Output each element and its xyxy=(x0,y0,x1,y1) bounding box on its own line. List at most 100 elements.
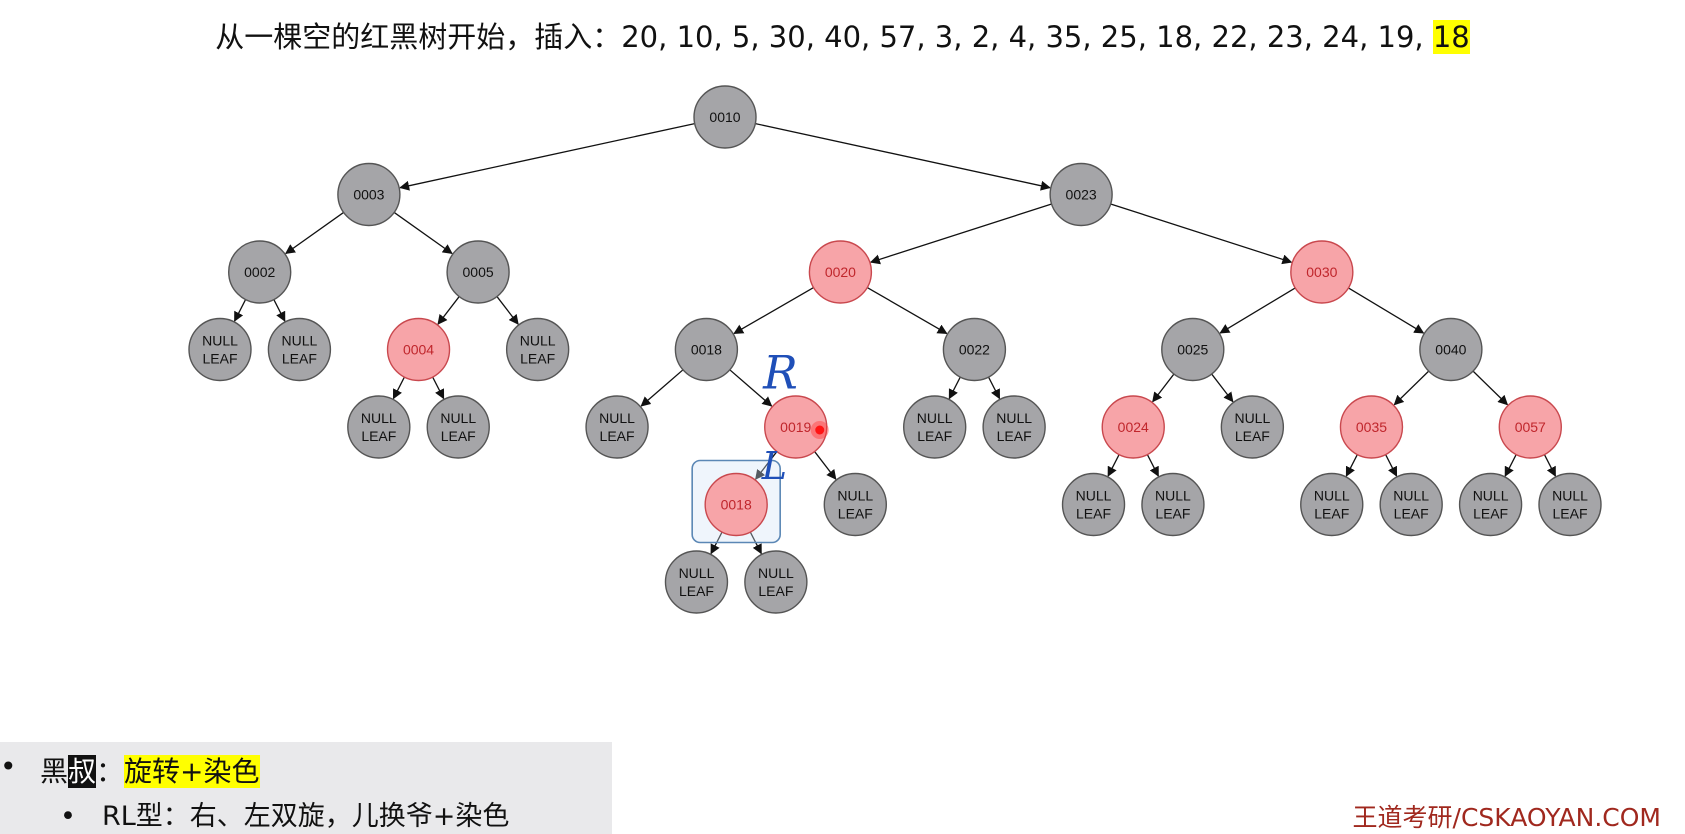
tree-edge xyxy=(284,211,344,255)
node-circle xyxy=(764,395,828,459)
null-leaf-label: LEAF xyxy=(282,351,317,367)
null-leaf-circle xyxy=(664,550,729,614)
tree-node-0023: 0023 xyxy=(1049,162,1113,227)
node-key-label: 0018 xyxy=(691,342,722,358)
rule-black: 黑 xyxy=(40,755,69,788)
null-leaf-label: LEAF xyxy=(1552,506,1587,522)
rule-rotate-recolor: 旋转+染色 xyxy=(124,755,260,788)
tree-edge xyxy=(1348,287,1425,334)
node-circle xyxy=(228,240,292,304)
tree-node-0024: 0024 xyxy=(1101,395,1165,459)
null-leaf-node: NULL LEAF xyxy=(1300,472,1364,537)
null-leaf-label: NULL xyxy=(837,488,873,504)
null-leaf-label: NULL xyxy=(1314,488,1350,504)
annotation-l: L xyxy=(761,444,787,488)
node-circle xyxy=(693,85,757,149)
node-key-label: 0025 xyxy=(1177,342,1208,358)
null-leaf-circle xyxy=(1061,472,1126,537)
node-circle xyxy=(942,317,1007,382)
tree-node-0020: 0020 xyxy=(808,240,873,304)
null-leaf-circle xyxy=(1538,472,1602,537)
null-leaf-label: LEAF xyxy=(679,583,714,599)
rules-panel: • 黑叔：旋转+染色 •RL型：右、左双旋，儿换爷+染色 xyxy=(0,742,612,834)
null-leaf-circle xyxy=(267,317,332,382)
null-leaf-node: NULL LEAF xyxy=(1538,472,1602,537)
tree-node-0003: 0003 xyxy=(337,162,401,227)
node-key-label: 0057 xyxy=(1515,419,1546,435)
tree-node-0018: 0018 xyxy=(674,317,739,382)
null-leaf-label: NULL xyxy=(202,333,238,349)
tree-node-0035: 0035 xyxy=(1339,395,1404,459)
null-leaf-circle xyxy=(1458,472,1523,537)
tree-edge xyxy=(1110,203,1293,265)
null-leaf-node: NULL LEAF xyxy=(823,472,887,537)
null-leaf-label: NULL xyxy=(361,410,397,426)
tree-edge xyxy=(273,299,286,322)
null-leaf-label: LEAF xyxy=(361,428,396,444)
tree-node-0019: 0019 xyxy=(764,395,828,459)
node-key-label: 0002 xyxy=(244,264,275,280)
tree-node-0025: 0025 xyxy=(1161,317,1225,382)
node-key-label: 0003 xyxy=(353,187,384,203)
tree-edge xyxy=(1107,454,1120,477)
null-leaf-label: LEAF xyxy=(520,351,555,367)
rule-bullet: • xyxy=(0,750,17,783)
node-circle xyxy=(386,317,451,382)
node-circle xyxy=(674,317,739,382)
null-leaf-label: NULL xyxy=(520,333,556,349)
node-key-label: 0005 xyxy=(463,264,494,280)
null-leaf-label: LEAF xyxy=(758,583,793,599)
tree-edge xyxy=(987,376,1001,400)
node-circle xyxy=(704,472,768,537)
tree-edge xyxy=(496,296,519,325)
tree-node-0010: 0010 xyxy=(693,85,757,149)
node-circle xyxy=(337,162,401,227)
node-circle xyxy=(1290,240,1354,304)
null-leaf-circle xyxy=(744,550,808,614)
rule-uncle: 叔 xyxy=(68,755,97,788)
null-leaf-label: LEAF xyxy=(1473,506,1508,522)
tree-node-0004: 0004 xyxy=(386,317,451,382)
tree-node-0030: 0030 xyxy=(1290,240,1354,304)
node-circle xyxy=(1161,317,1225,382)
node-circle xyxy=(1339,395,1404,459)
null-leaf-label: LEAF xyxy=(600,428,635,444)
node-key-label: 0030 xyxy=(1306,264,1337,280)
tree-edge xyxy=(234,299,247,322)
tree-edge xyxy=(1543,454,1556,477)
null-leaf-label: NULL xyxy=(1552,488,1588,504)
rule-colon: ： xyxy=(96,755,125,788)
annotation-r: R xyxy=(762,345,798,399)
tree-edge xyxy=(392,376,405,400)
null-leaf-label: LEAF xyxy=(1314,506,1349,522)
title-highlight-value: 18 xyxy=(1432,20,1470,54)
null-leaf-label: NULL xyxy=(1393,488,1429,504)
null-leaf-circle xyxy=(903,395,967,459)
laser-pointer-icon xyxy=(815,425,825,435)
node-key-label: 0023 xyxy=(1066,187,1097,203)
node-circle xyxy=(808,240,873,304)
node-circle xyxy=(1419,317,1483,382)
tree-edge xyxy=(1146,454,1159,477)
brand-watermark: 王道考研/CSKAOYAN.COM xyxy=(1352,803,1661,832)
null-leaf-label: LEAF xyxy=(838,506,873,522)
tree-edge xyxy=(1385,454,1398,477)
null-leaf-circle xyxy=(1141,472,1205,537)
node-key-label: 0024 xyxy=(1118,419,1149,435)
tree-edge xyxy=(729,369,773,407)
tree-node-0022: 0022 xyxy=(942,317,1007,382)
tree-edge xyxy=(869,203,1052,265)
tree-edge xyxy=(1152,373,1175,403)
null-leaf-label: NULL xyxy=(679,565,715,581)
null-leaf-label: LEAF xyxy=(1155,506,1190,522)
tree-edge xyxy=(399,122,695,191)
rule-rl-case: •RL型：右、左双旋，儿换爷+染色 xyxy=(60,794,509,833)
rule-rl-text: RL型：右、左双旋，儿换爷+染色 xyxy=(101,801,510,832)
null-leaf-label: LEAF xyxy=(1235,428,1270,444)
tree-node-0040: 0040 xyxy=(1419,317,1483,382)
null-leaf-circle xyxy=(426,395,490,459)
